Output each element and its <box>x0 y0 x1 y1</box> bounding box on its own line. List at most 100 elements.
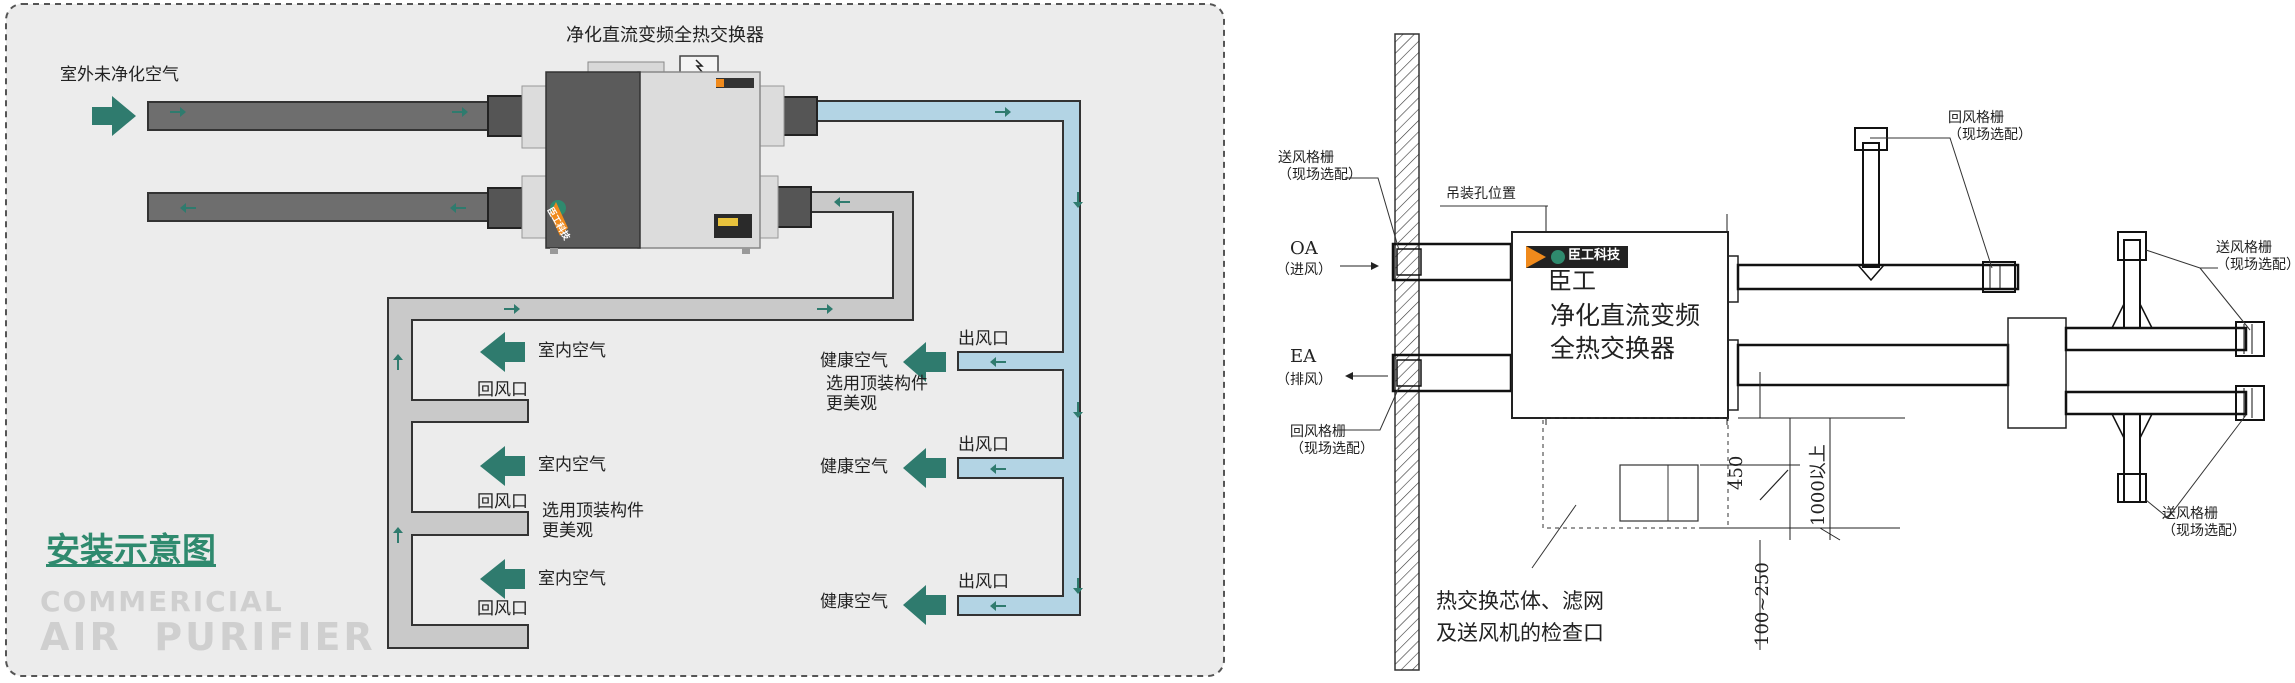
supply-grille-label-left: 送风格栅 （现场选配） <box>1278 150 1362 183</box>
supply-duct-plenum <box>2007 317 2067 429</box>
leader-line <box>1345 177 1400 251</box>
healthy-air-label: 健康空气 <box>820 457 888 477</box>
outdoor-air-label: 室外未净化空气 <box>60 65 179 85</box>
unit-label-orange <box>716 79 724 87</box>
supply-duct-lower <box>1736 343 2010 387</box>
dim-line <box>1759 469 1789 501</box>
return-vent-label: 回风口 <box>477 380 528 400</box>
branch-vertical-top <box>2123 239 2141 329</box>
return-connector <box>1727 339 1739 411</box>
dimension-1000: 1000以上 <box>1808 444 1829 526</box>
branch-vertical-bottom <box>2123 413 2141 503</box>
return-duct-vertical <box>1862 142 1880 268</box>
ea-duct-inner <box>1396 359 1422 387</box>
indoor-air-arrow-icon <box>480 332 525 372</box>
flow-arrow-icon <box>834 197 850 207</box>
unit-exhaust-grille <box>521 175 549 239</box>
flow-arrow-icon <box>393 527 403 543</box>
unit-title: 净化直流变频全热交换器 <box>566 25 764 46</box>
supply-grille-bottom <box>2117 473 2147 503</box>
right-panel <box>1340 33 2265 671</box>
leader-line <box>2145 499 2169 519</box>
oa-duct-inner <box>1396 248 1422 276</box>
dim-line <box>1819 527 1841 541</box>
flow-arrow-icon <box>990 601 1006 611</box>
ceiling-note: 选用顶装构件 更美观 <box>826 374 928 414</box>
healthy-air-arrow-icon <box>903 342 946 382</box>
flow-arrow-icon <box>995 107 1011 117</box>
supply-duct-connector <box>782 96 818 136</box>
supply-vent-label: 出风口 <box>958 435 1009 455</box>
unit-foot <box>550 248 558 254</box>
indoor-air-arrow-icon <box>480 446 525 486</box>
heat-exchanger-unit <box>521 55 785 254</box>
logo-circle-icon <box>1551 250 1565 264</box>
ea-label: EA <box>1290 346 1317 367</box>
exhaust-duct-connector <box>487 187 523 229</box>
healthy-air-label: 健康空气 <box>820 592 888 612</box>
branch-duct-lower <box>2064 390 2248 416</box>
unit-logo-text: 臣工科技 <box>1568 248 1621 263</box>
return-duct-connector <box>776 186 812 228</box>
outdoor-duct-connector <box>487 95 523 137</box>
indoor-air-arrow-icon <box>480 559 525 599</box>
inspection-note: 热交换芯体、滤网 及送风机的检查口 <box>1436 589 1604 645</box>
flow-arrow-icon <box>170 107 186 117</box>
flow-arrow-icon <box>393 354 403 370</box>
flow-arrow-icon <box>990 464 1006 474</box>
hanger-hole-label: 吊装孔位置 <box>1446 186 1516 202</box>
unit-supply-grille <box>757 85 785 147</box>
logo-icon <box>1526 246 1546 268</box>
return-grille-label-left: 回风格栅 （现场选配） <box>1290 424 1374 457</box>
diagram-title: 安装示意图 <box>46 531 216 571</box>
exhaust-air-duct <box>147 192 494 222</box>
ea-cn-label: （排风） <box>1276 372 1332 388</box>
supply-connector <box>1727 255 1739 303</box>
leader-line <box>2167 414 2247 519</box>
power-icon <box>695 59 704 74</box>
outdoor-air-duct <box>147 101 494 131</box>
inspection-panel <box>1619 464 1699 522</box>
leader-line <box>1345 384 1401 431</box>
flow-arrow-icon <box>1073 402 1083 418</box>
leader-line <box>2199 267 2251 331</box>
watermark-line2: AIR PURIFIER <box>40 615 376 659</box>
supply-vent-label: 出风口 <box>958 572 1009 592</box>
supply-vent-label: 出风口 <box>958 329 1009 349</box>
return-grille-label-top: 回风格栅 （现场选配） <box>1948 110 2032 143</box>
left-panel <box>5 3 1225 677</box>
supply-grille-right-upper <box>2235 321 2265 357</box>
indoor-air-label: 室内空气 <box>538 455 606 475</box>
return-air-duct <box>387 191 914 649</box>
unit-brand-label: 臣工 <box>1548 267 1596 295</box>
inspection-area <box>1542 417 1729 529</box>
return-grille-right <box>1982 261 2016 293</box>
unit-name-label: 净化直流变频 全热交换器 <box>1550 301 1701 363</box>
return-grille-top <box>1854 127 1888 151</box>
flow-arrow-icon <box>450 203 466 213</box>
unit-body-light <box>637 71 761 249</box>
flow-arrow-icon <box>1073 192 1083 208</box>
oa-cn-label: （进风） <box>1276 262 1332 278</box>
healthy-air-label: 健康空气 <box>820 351 888 371</box>
supply-grille-top <box>2117 231 2147 261</box>
flow-arrow-icon <box>504 304 520 314</box>
return-duct-upper <box>1736 263 2020 291</box>
left-panel-background <box>5 3 1225 677</box>
wall <box>1394 33 1420 671</box>
indoor-air-label: 室内空气 <box>538 569 606 589</box>
unit-foot <box>742 248 750 254</box>
leader-line <box>1870 137 1993 269</box>
healthy-air-arrow-icon <box>903 585 946 625</box>
return-vent-label: 回风口 <box>477 599 528 619</box>
supply-grille-label-right-top: 送风格栅 （现场选配） <box>2216 240 2295 273</box>
logo-badge <box>550 202 568 236</box>
return-vent-label: 回风口 <box>477 492 528 512</box>
return-duct-tee <box>1857 264 1885 282</box>
outdoor-air-arrow-icon <box>92 96 136 136</box>
branch-duct-upper <box>2064 326 2248 352</box>
leader-line <box>1531 504 1577 569</box>
unit-label-plate <box>716 78 754 88</box>
supply-air-duct <box>804 100 1081 616</box>
